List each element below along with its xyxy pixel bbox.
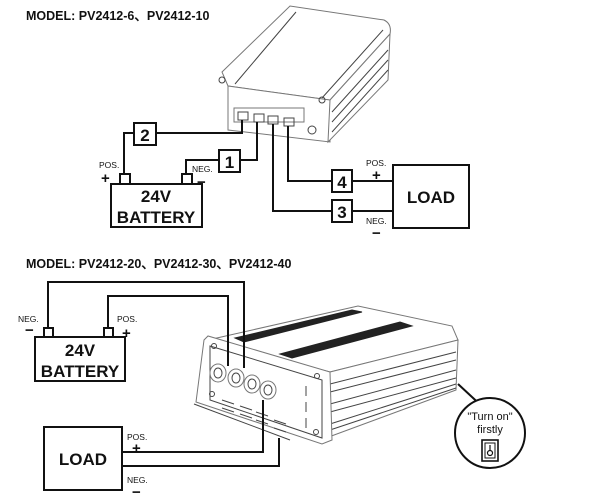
svg-text:BATTERY: BATTERY	[117, 208, 196, 227]
svg-text:POS.: POS.	[99, 160, 119, 170]
svg-text:"Turn on": "Turn on"	[467, 411, 512, 423]
diagram-2-title: MODEL: PV2412-20、PV2412-30、PV2412-40	[26, 257, 291, 271]
converter-device-large	[193, 305, 459, 445]
svg-text:NEG.: NEG.	[192, 164, 213, 174]
svg-text:NEG.: NEG.	[127, 475, 148, 485]
svg-text:−: −	[372, 225, 381, 242]
diagram-2-wires	[47, 281, 487, 467]
terminal-1: 1	[218, 149, 241, 173]
power-switch-icon	[481, 439, 499, 462]
svg-text:1: 1	[225, 153, 234, 172]
svg-text:4: 4	[337, 173, 347, 192]
svg-text:POS.: POS.	[117, 314, 137, 324]
svg-text:−: −	[197, 174, 206, 191]
diagram-1-wires	[123, 120, 393, 212]
svg-text:−: −	[25, 322, 34, 339]
svg-text:BATTERY: BATTERY	[41, 362, 120, 381]
turn-on-callout: "Turn on" firstly	[454, 397, 526, 469]
battery-2: 24V BATTERY NEG. − POS. +	[18, 314, 137, 382]
svg-text:NEG.: NEG.	[366, 216, 387, 226]
svg-text:+: +	[122, 325, 131, 342]
terminal-2: 2	[133, 122, 157, 146]
svg-text:+: +	[372, 167, 381, 184]
converter-device-small	[218, 5, 391, 144]
svg-text:LOAD: LOAD	[59, 450, 107, 469]
load-1: LOAD POS. + NEG. −	[366, 158, 470, 242]
svg-text:POS.: POS.	[127, 432, 147, 442]
terminal-4: 4	[331, 169, 353, 193]
svg-text:24V: 24V	[141, 187, 172, 206]
svg-text:POS.: POS.	[366, 158, 386, 168]
svg-text:3: 3	[337, 203, 346, 222]
svg-text:NEG.: NEG.	[18, 314, 39, 324]
svg-text:LOAD: LOAD	[407, 188, 455, 207]
terminal-posts	[209, 363, 277, 400]
terminal-3: 3	[331, 199, 353, 223]
svg-text:+: +	[101, 170, 110, 187]
svg-text:firstly: firstly	[477, 424, 503, 436]
diagram-1-title: MODEL: PV2412-6、PV2412-10	[26, 9, 209, 23]
load-2: LOAD POS. + NEG. −	[43, 426, 148, 499]
svg-text:+: +	[132, 440, 141, 457]
svg-text:24V: 24V	[65, 341, 96, 360]
svg-text:2: 2	[140, 126, 149, 145]
battery-1: 24V BATTERY POS. + NEG. −	[99, 160, 213, 228]
svg-text:−: −	[132, 484, 141, 499]
